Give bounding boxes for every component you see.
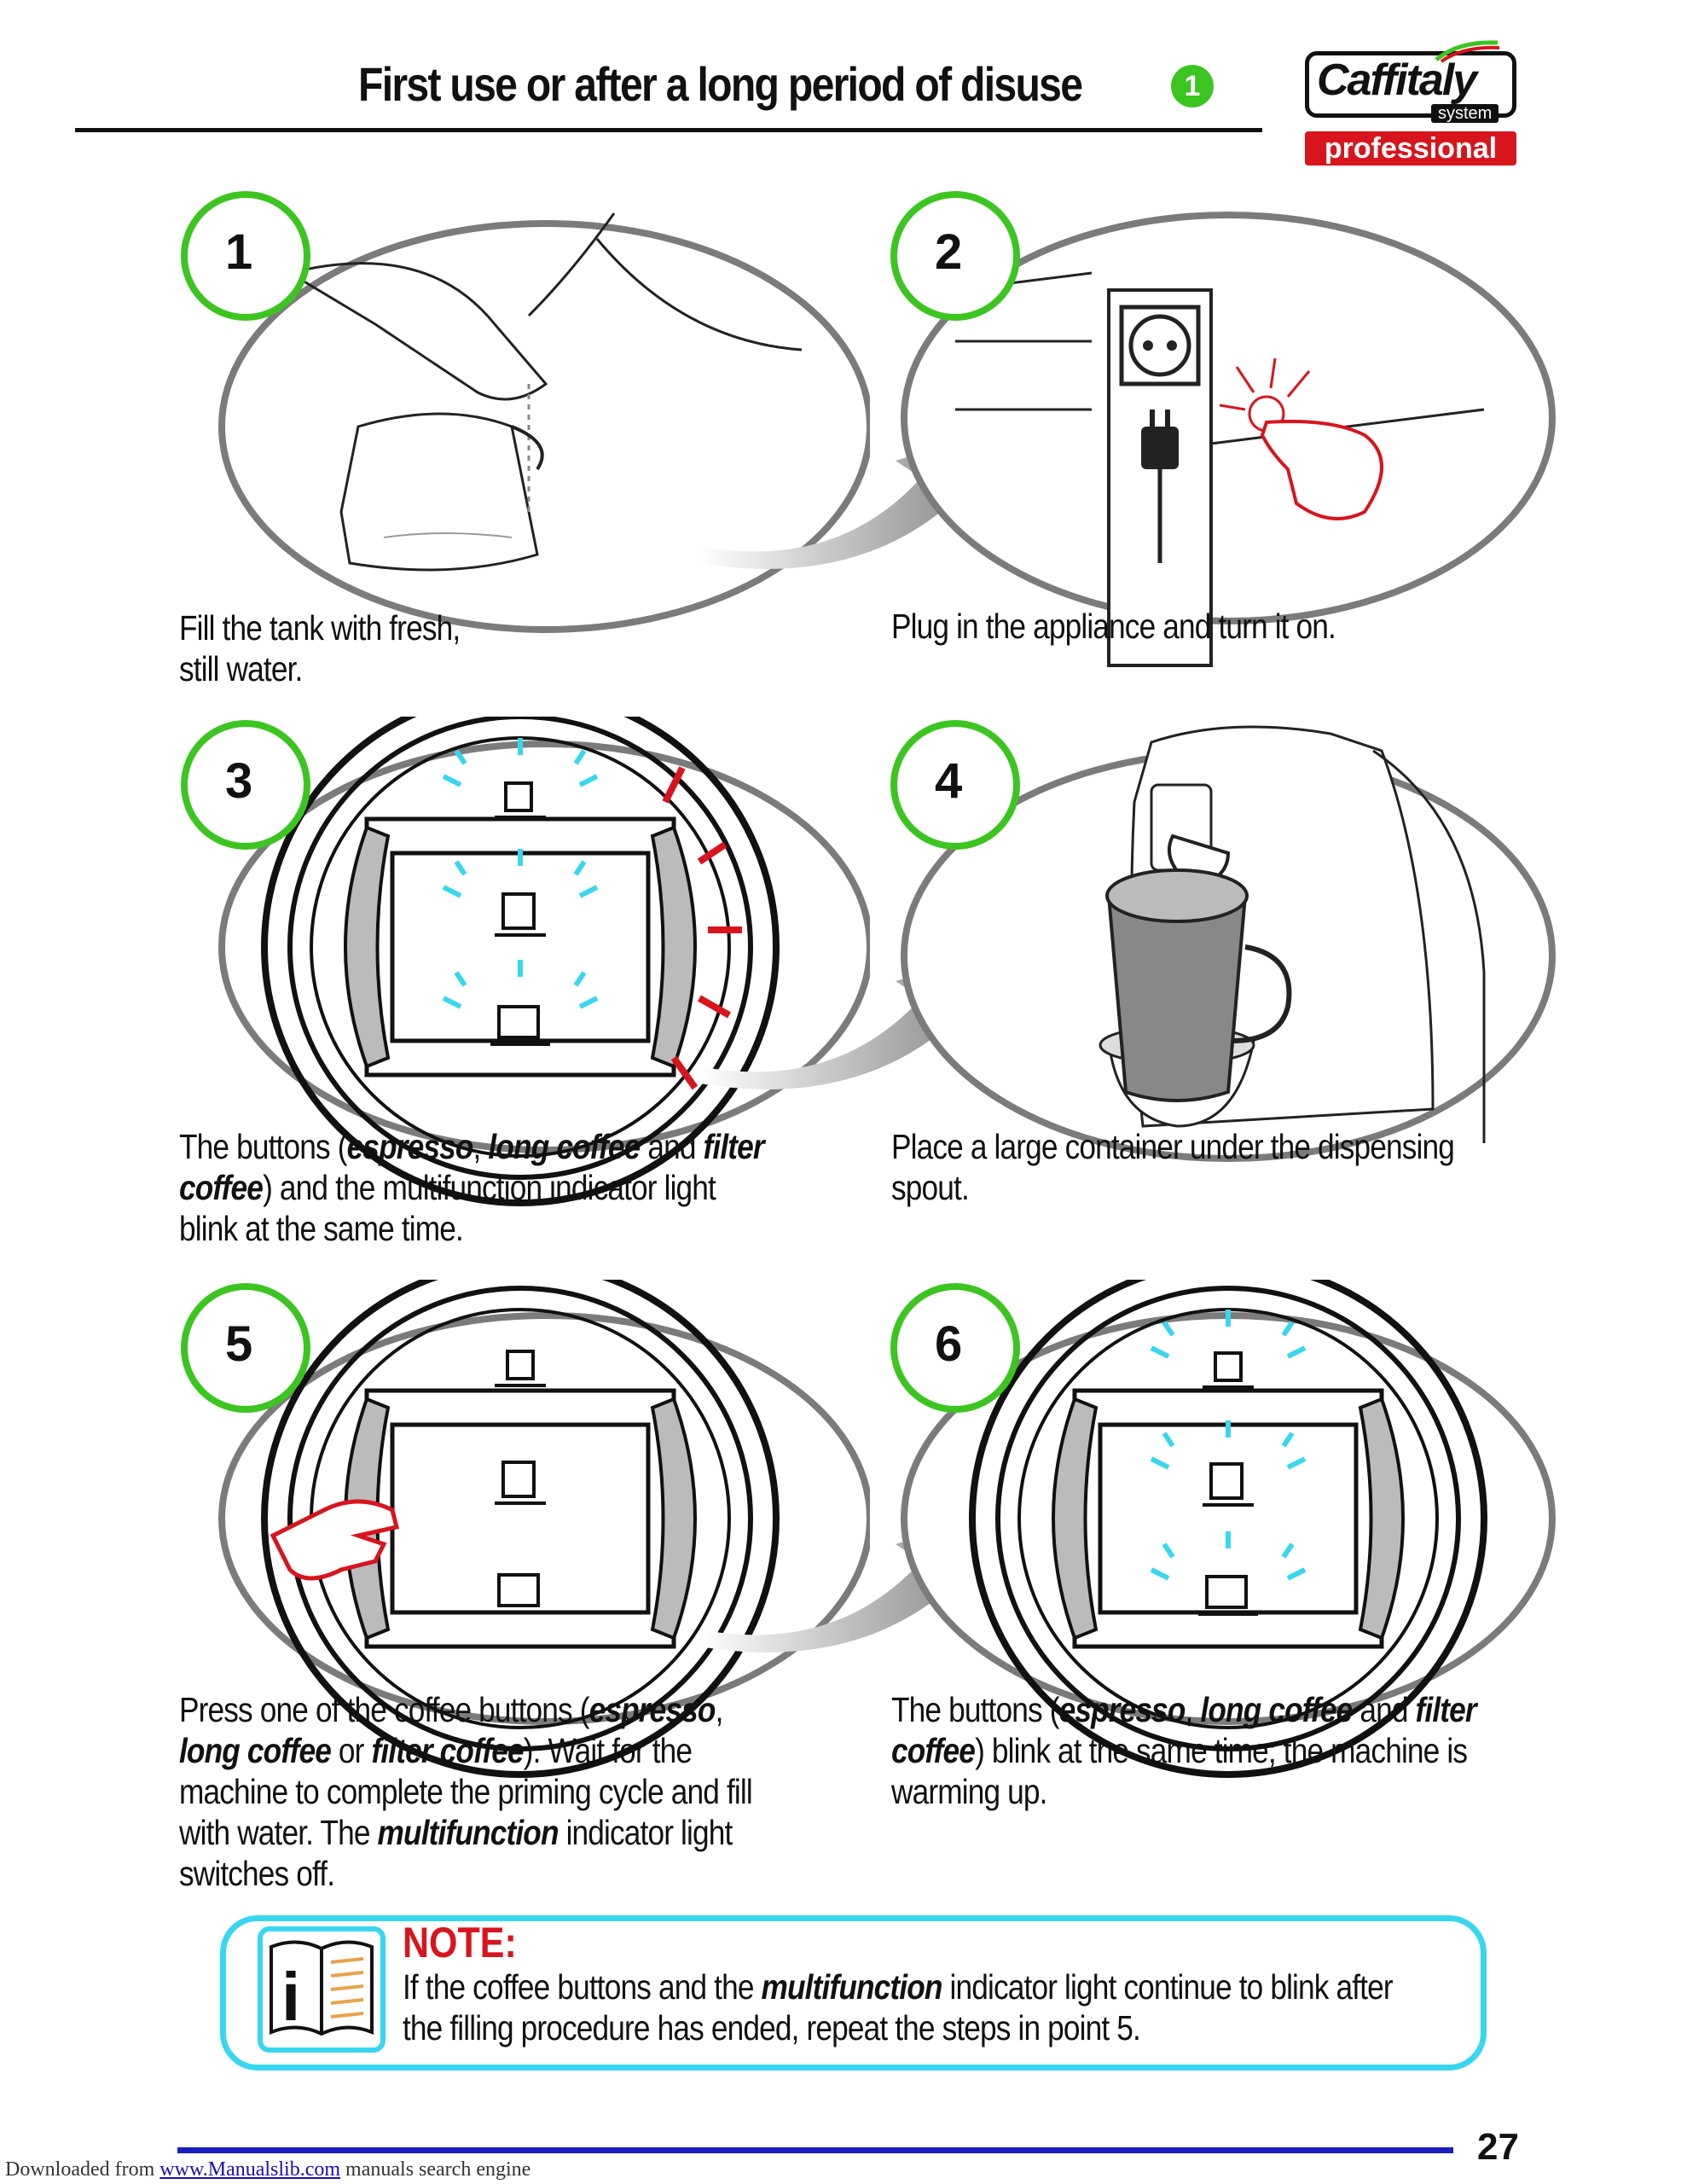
container-under-spout-illustration (901, 725, 1556, 1162)
step-2: 2 (887, 188, 1586, 734)
step-number: 6 (935, 1316, 963, 1372)
step-number: 2 (935, 224, 963, 280)
step-6: 6 (887, 1280, 1586, 1826)
step-number: 5 (225, 1316, 253, 1372)
download-suffix: manuals search engine (340, 2158, 531, 2181)
fill-tank-illustration (218, 212, 870, 633)
warming-up-illustration (901, 1280, 1556, 1778)
book-info-icon: i (258, 1926, 386, 2053)
download-prefix: Downloaded from (5, 2158, 160, 2181)
page-number: 27 (1477, 2126, 1519, 2168)
step-number-circle (890, 191, 1020, 321)
download-notice: Downloaded from www.Manualslib.com manua… (5, 2158, 530, 2181)
caffitaly-logo: Caffitaly system professional (1305, 40, 1520, 167)
arrow-right-icon (699, 435, 981, 569)
section-badge: 1 (1171, 65, 1214, 107)
logo-tier: professional (1305, 131, 1516, 166)
step-caption: The buttons (espresso, long coffee and f… (179, 1127, 765, 1248)
step-3: 3 (171, 717, 870, 1263)
manualslib-link[interactable]: www.Manualslib.com (159, 2158, 341, 2181)
logo-frame (1305, 51, 1516, 118)
step-number-circle (181, 191, 310, 321)
note-box (220, 1915, 1487, 2071)
step-number-circle (181, 1283, 310, 1413)
step-number-circle (890, 1283, 1020, 1413)
step-caption: Press one of the coffee buttons (espress… (179, 1690, 753, 1893)
step-caption: Place a large container under the dispen… (891, 1127, 1455, 1207)
step-caption: Fill the tank with fresh,still water. (179, 608, 461, 688)
step-number: 1 (225, 224, 253, 280)
blinking-buttons-illustration (218, 717, 870, 1206)
info-letter: i (281, 1959, 300, 2035)
step-number-circle (181, 720, 310, 850)
step-number: 3 (225, 753, 253, 809)
logo-brand: Caffitaly (1317, 55, 1477, 105)
note-title: NOTE: (403, 1919, 517, 1966)
press-button-illustration (218, 1280, 870, 1778)
step-number-circle (890, 720, 1020, 850)
open-book-icon: i (270, 1940, 374, 2036)
footer-rule (177, 2147, 1453, 2153)
step-1: 1 (171, 188, 870, 734)
step-5: 5 (171, 1280, 870, 1826)
plug-in-illustration (901, 212, 1556, 667)
note-text: If the coffee buttons and the multifunct… (403, 1967, 1394, 2048)
step-caption: Plug in the appliance and turn it on. (891, 607, 1336, 646)
step-caption: The buttons (espresso, long coffee and f… (891, 1690, 1477, 1811)
step-4: 4 (887, 717, 1586, 1263)
step-number: 4 (935, 753, 963, 809)
logo-system: system (1431, 104, 1499, 123)
title-rule (75, 128, 1262, 132)
logo-swoosh-icon (1435, 40, 1500, 63)
page-title: First use or after a long period of disu… (358, 57, 1083, 111)
